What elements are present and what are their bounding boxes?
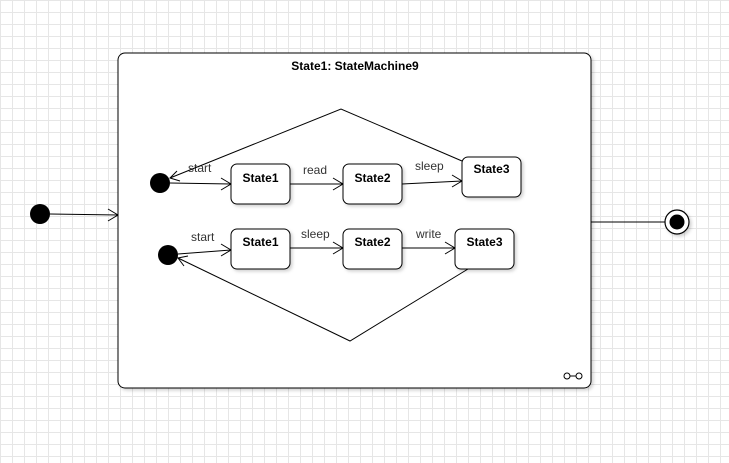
top-edge-sleep-label: sleep — [415, 159, 444, 173]
bottom-state-1-label: State1 — [242, 235, 278, 249]
bottom-edge-start-label: start — [191, 230, 215, 244]
top-state-1-label: State1 — [242, 171, 278, 185]
outer-entry-arrow[interactable] — [49, 208, 119, 222]
bottom-edge-write-label: write — [415, 227, 442, 241]
final-node[interactable] — [664, 209, 690, 235]
top-return-edge[interactable] — [169, 108, 463, 182]
composite-state-title: State1: StateMachine9 — [291, 59, 419, 73]
submachine-link-icon — [563, 372, 583, 380]
top-state-3[interactable] — [461, 156, 522, 198]
top-state-3-label: State3 — [473, 162, 509, 176]
bottom-edge-sleep-label: sleep — [301, 227, 330, 241]
top-edge-read-label: read — [303, 163, 327, 177]
bottom-state-3[interactable] — [454, 228, 515, 270]
bottom-initial-node[interactable] — [158, 245, 178, 265]
bottom-state-3-label: State3 — [466, 235, 502, 249]
bottom-state-2[interactable] — [342, 228, 403, 270]
top-edge-start-label: start — [188, 161, 212, 175]
outer-initial-node[interactable] — [30, 204, 50, 224]
top-state-2-label: State2 — [354, 171, 390, 185]
bottom-state-1[interactable] — [230, 228, 291, 270]
composite-state-container[interactable] — [117, 52, 592, 389]
bottom-state-2-label: State2 — [354, 235, 390, 249]
top-initial-node[interactable] — [150, 173, 170, 193]
bottom-return-edge[interactable] — [177, 255, 469, 342]
